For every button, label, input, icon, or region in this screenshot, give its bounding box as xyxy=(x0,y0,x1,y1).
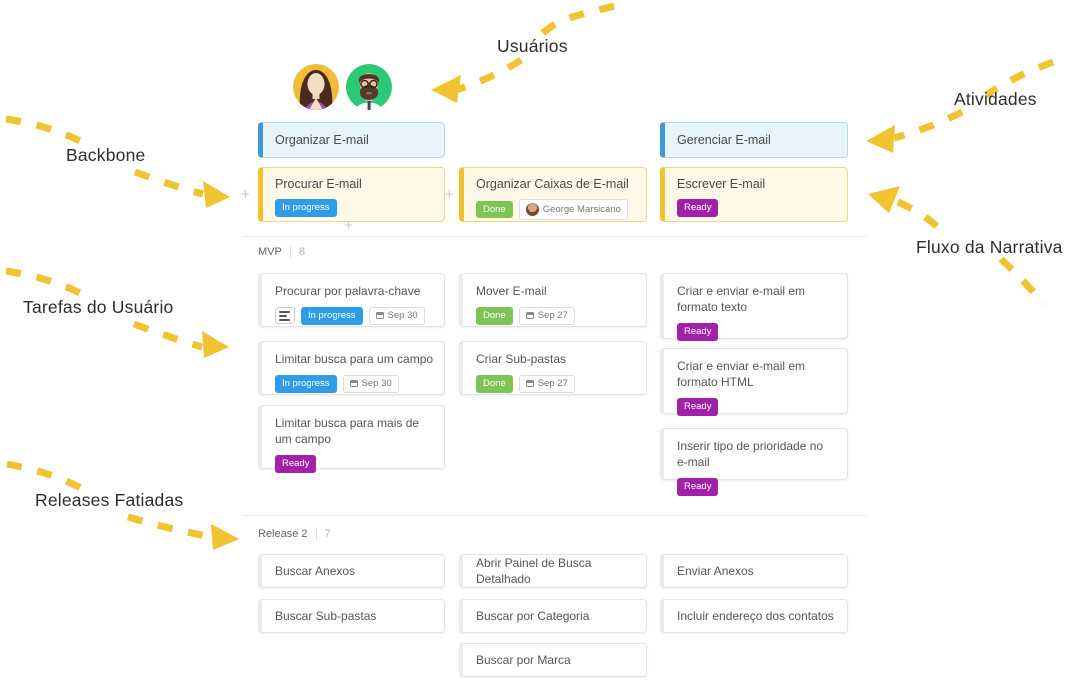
calendar-icon xyxy=(349,380,358,388)
status-badge: Ready xyxy=(677,323,719,341)
card-title: Mover E-mail xyxy=(476,284,547,298)
section-name: MVP xyxy=(258,246,282,258)
section-header-mvp[interactable]: MVP 8 xyxy=(258,246,305,258)
story-card[interactable]: Limitar busca para um campo In progress … xyxy=(258,341,445,395)
card-title: Limitar busca para um campo xyxy=(275,352,434,366)
story-card[interactable]: Buscar Anexos xyxy=(258,554,445,588)
calendar-icon xyxy=(525,312,534,320)
fluxo-narrativa-arrowhead xyxy=(868,186,900,213)
activity-card[interactable]: Gerenciar E-mail xyxy=(660,122,848,158)
section-count: 7 xyxy=(315,528,331,540)
due-date: Sep 27 xyxy=(537,378,568,390)
annotation-fluxo-narrativa: Fluxo da Narrativa xyxy=(916,237,1063,257)
assignee-name: George Marsicano xyxy=(542,203,621,215)
releases-arrowhead xyxy=(211,524,239,550)
card-title: Escrever E-mail xyxy=(677,177,766,191)
status-badge: In progress xyxy=(301,307,363,325)
section-count: 8 xyxy=(289,246,305,258)
backbone-card[interactable]: Escrever E-mail Ready xyxy=(660,167,848,222)
story-card[interactable]: Buscar por Marca xyxy=(459,643,647,677)
annotation-atividades: Atividades xyxy=(954,89,1037,109)
activity-title: Organizar E-mail xyxy=(275,133,369,147)
card-title: Buscar Anexos xyxy=(275,563,356,578)
man-avatar[interactable] xyxy=(346,64,392,110)
tarefas-arrowhead xyxy=(202,331,229,358)
card-title: Buscar por Categoria xyxy=(476,608,590,623)
description-icon xyxy=(275,307,295,325)
annotation-usuarios: Usuários xyxy=(497,36,568,56)
annotation-releases-fatiadas: Releases Fatiadas xyxy=(35,490,184,510)
activity-title: Gerenciar E-mail xyxy=(677,133,771,147)
card-title: Criar e enviar e-mail em formato texto xyxy=(677,284,806,315)
section-separator xyxy=(243,515,866,516)
due-date-chip: Sep 27 xyxy=(518,307,575,325)
section-separator xyxy=(243,236,866,237)
status-badge: Done xyxy=(476,307,513,325)
due-date-chip: Sep 30 xyxy=(342,375,399,393)
card-title: Inserir tipo de prioridade no e-mail xyxy=(677,439,824,470)
story-card[interactable]: Mover E-mail Done Sep 27 xyxy=(459,273,647,327)
status-badge: Ready xyxy=(677,199,719,217)
annotation-tarefas-usuario: Tarefas do Usuário xyxy=(23,297,174,317)
add-card-icon[interactable]: + xyxy=(445,186,454,203)
status-badge: Ready xyxy=(677,398,719,416)
story-card[interactable]: Limitar busca para mais de um campo Read… xyxy=(258,405,445,473)
story-card[interactable]: Criar Sub-pastas Done Sep 27 xyxy=(459,341,647,395)
woman-avatar[interactable] xyxy=(293,64,339,110)
section-header-release-2[interactable]: Release 2 7 xyxy=(258,528,331,540)
status-badge: Done xyxy=(476,375,513,393)
assignee-chip: George Marsicano xyxy=(518,199,628,220)
calendar-icon xyxy=(525,380,534,388)
usuarios-arrowhead xyxy=(431,75,461,103)
due-date: Sep 27 xyxy=(537,310,568,322)
annotation-backbone: Backbone xyxy=(66,145,146,165)
due-date: Sep 30 xyxy=(387,310,418,322)
status-badge: In progress xyxy=(275,199,337,217)
status-badge: Done xyxy=(476,200,513,219)
calendar-icon xyxy=(375,312,384,320)
card-title: Incluir endereço dos contatos xyxy=(677,608,834,623)
backbone-arrowhead xyxy=(203,181,230,208)
backbone-card[interactable]: Organizar Caixas de E-mail Done George M… xyxy=(459,167,647,222)
story-card[interactable]: Criar e enviar e-mail em formato texto R… xyxy=(660,273,848,341)
story-card[interactable]: Enviar Anexos xyxy=(660,554,848,588)
activity-card[interactable]: Organizar E-mail xyxy=(258,122,445,158)
atividades-arrowhead xyxy=(866,125,895,153)
story-card[interactable]: Inserir tipo de prioridade no e-mail Rea… xyxy=(660,428,848,496)
story-card[interactable]: Buscar Sub-pastas xyxy=(258,599,445,633)
card-title: Organizar Caixas de E-mail xyxy=(476,177,629,191)
status-badge: In progress xyxy=(275,375,337,393)
due-date-chip: Sep 27 xyxy=(518,375,575,393)
story-card[interactable]: Procurar por palavra-chave In progress S… xyxy=(258,273,445,327)
assignee-avatar-icon xyxy=(525,203,539,216)
card-title: Buscar Sub-pastas xyxy=(275,608,377,623)
add-card-icon[interactable]: + xyxy=(241,186,250,203)
section-name: Release 2 xyxy=(258,528,308,540)
status-badge: Ready xyxy=(677,478,719,496)
card-title: Buscar por Marca xyxy=(476,652,571,667)
card-title: Procurar E-mail xyxy=(275,177,362,191)
backbone-card[interactable]: Procurar E-mail In progress xyxy=(258,167,445,222)
card-title: Abrir Painel de Busca Detalhado xyxy=(476,555,592,586)
card-title: Enviar Anexos xyxy=(677,563,754,578)
story-card[interactable]: Buscar por Categoria xyxy=(459,599,647,633)
status-badge: Ready xyxy=(275,455,317,473)
card-title: Criar Sub-pastas xyxy=(476,352,567,366)
add-card-icon[interactable]: + xyxy=(344,217,353,234)
card-title: Criar e enviar e-mail em formato HTML xyxy=(677,359,806,390)
card-title: Limitar busca para mais de um campo xyxy=(275,416,420,447)
story-card[interactable]: Abrir Painel de Busca Detalhado xyxy=(459,554,647,588)
story-card[interactable]: Criar e enviar e-mail em formato HTML Re… xyxy=(660,348,848,416)
due-date-chip: Sep 30 xyxy=(368,307,425,325)
story-card[interactable]: Incluir endereço dos contatos xyxy=(660,599,848,633)
due-date: Sep 30 xyxy=(361,378,392,390)
card-title: Procurar por palavra-chave xyxy=(275,284,421,298)
